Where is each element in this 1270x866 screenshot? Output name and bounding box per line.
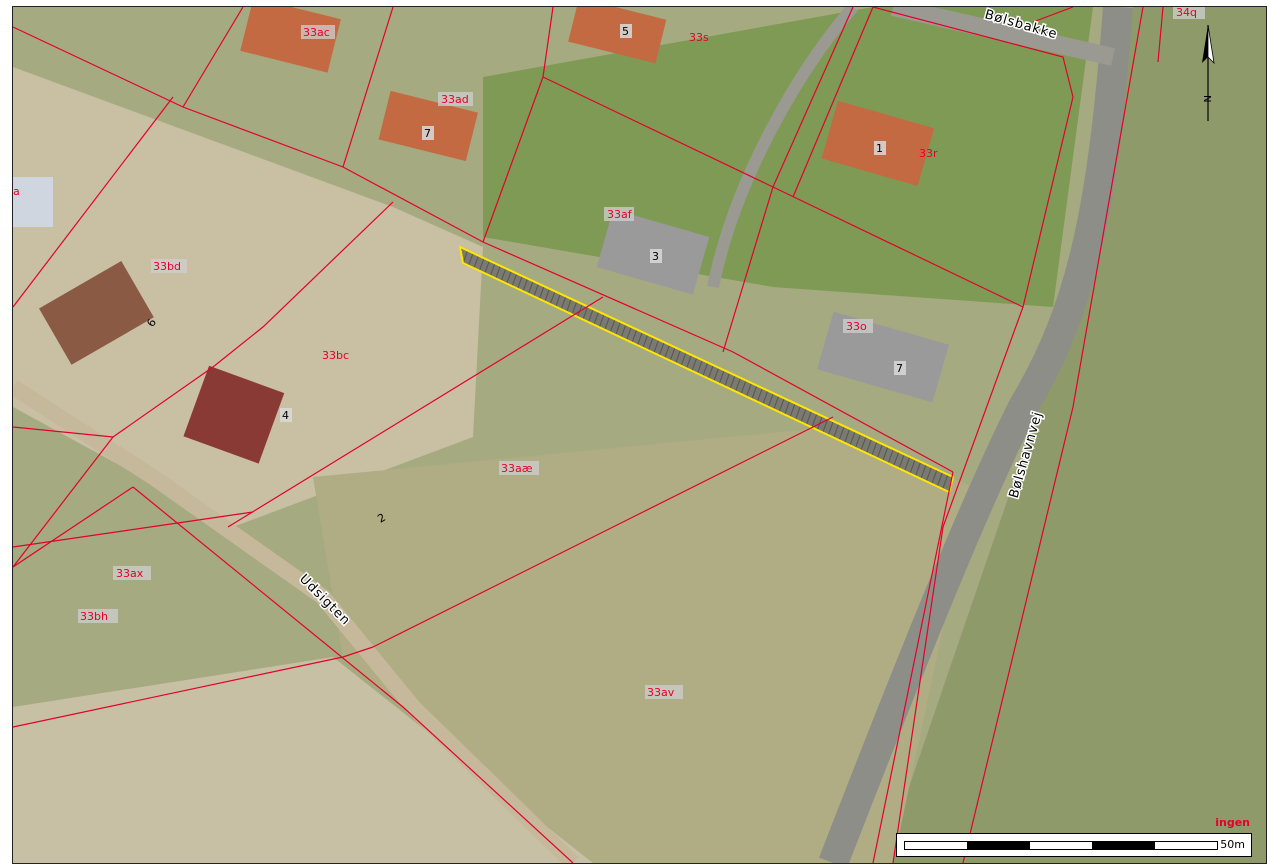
parcel-label: 33ad bbox=[441, 93, 469, 106]
parcel-label: 33av bbox=[647, 686, 675, 699]
parcel-boundaries bbox=[13, 7, 1164, 863]
parcel-label: 33s bbox=[689, 31, 709, 44]
house-number: 3 bbox=[652, 250, 659, 263]
scale-label: 50m bbox=[1220, 838, 1245, 851]
north-arrow-icon: N bbox=[1201, 24, 1215, 121]
driveway bbox=[707, 7, 858, 289]
parcel-label: 33bh bbox=[80, 610, 108, 623]
house-numbers: 5 7 1 3 6 4 7 2 bbox=[144, 24, 906, 526]
building bbox=[568, 7, 667, 64]
road-udsigten bbox=[13, 380, 579, 863]
building bbox=[817, 311, 949, 403]
road-bolshavnvej bbox=[819, 7, 1133, 863]
field-south bbox=[13, 657, 593, 863]
building bbox=[13, 177, 53, 227]
parcel-label: 33bc bbox=[322, 349, 349, 362]
parcel-label: 33aæ bbox=[501, 462, 533, 475]
sandy-lot bbox=[13, 67, 483, 527]
parcel-labels: 33ac 33ad 33s 33r 33af 33bd 33bc 33o 33a… bbox=[13, 7, 1205, 699]
parcel-label: 33ax bbox=[116, 567, 144, 580]
parcel-label: 34q bbox=[1176, 7, 1197, 19]
parcel-label: a bbox=[13, 185, 20, 198]
parcel-label: 33ac bbox=[303, 26, 330, 39]
map-frame: 33ac 33ad 33s 33r 33af 33bd 33bc 33o 33a… bbox=[12, 6, 1267, 864]
field-middle bbox=[313, 427, 973, 863]
parcel-label: 33o bbox=[846, 320, 867, 333]
building bbox=[183, 365, 285, 464]
house-number: 7 bbox=[424, 127, 431, 140]
road-bolsbakke bbox=[891, 7, 1115, 66]
aerial-map[interactable]: 33ac 33ad 33s 33r 33af 33bd 33bc 33o 33a… bbox=[13, 7, 1266, 863]
field-east bbox=[883, 7, 1266, 863]
house-number: 1 bbox=[876, 142, 883, 155]
house-number: 7 bbox=[896, 362, 903, 375]
scale-bar: 50m bbox=[896, 833, 1252, 857]
house-number: 5 bbox=[622, 25, 629, 38]
north-label: N bbox=[1201, 95, 1212, 102]
parcel-label: 33r bbox=[919, 147, 938, 160]
building bbox=[240, 7, 341, 73]
status-text: ingen bbox=[1215, 816, 1250, 829]
building bbox=[39, 261, 154, 365]
parcel-label: 33af bbox=[607, 208, 633, 221]
house-number: 4 bbox=[282, 409, 289, 422]
parcel-label: 33bd bbox=[153, 260, 181, 273]
